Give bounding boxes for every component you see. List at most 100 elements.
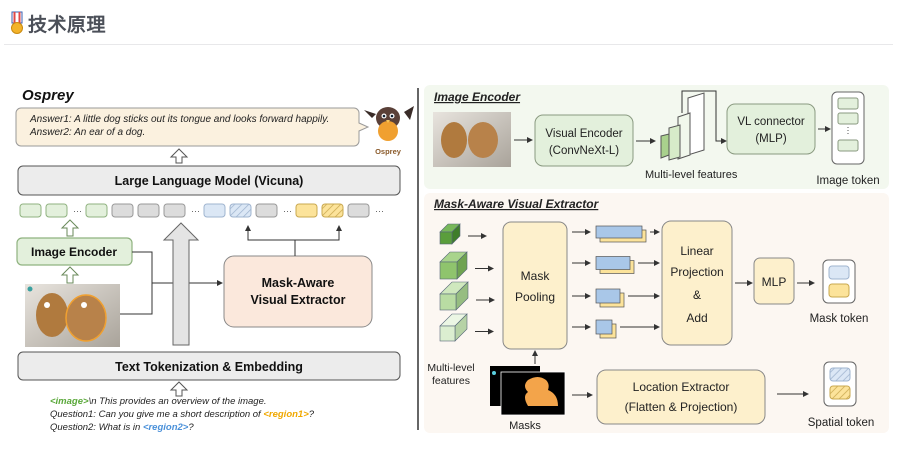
- mask-aware-panel-title: Mask-Aware Visual Extractor: [434, 197, 600, 211]
- linear-label-3: &: [693, 288, 701, 302]
- image-encoder-panel-title: Image Encoder: [434, 90, 521, 104]
- hollow-arrow-up-icon: [169, 148, 189, 164]
- section-title: 技术原理: [28, 13, 107, 36]
- feature-cube-icon: [439, 281, 469, 311]
- connector-line: [245, 225, 296, 256]
- token: [321, 203, 344, 218]
- token: [347, 203, 370, 218]
- mask-token-label: Mask token: [810, 313, 869, 325]
- token: [19, 203, 42, 218]
- token: [163, 203, 186, 218]
- spatial-token-label: Spatial token: [808, 417, 875, 429]
- spatial-token-stack: [823, 361, 857, 407]
- linear-label-2: Projection: [670, 265, 723, 279]
- hollow-arrow-up-icon: [60, 266, 80, 284]
- vl-connector-label-2: (MLP): [755, 133, 786, 145]
- feature-cube-icon: [439, 223, 461, 245]
- feature-cubes: [439, 223, 495, 342]
- location-label-1: Location Extractor: [633, 380, 730, 394]
- medal-icon: [8, 11, 26, 35]
- mask-pooling-label-1: Mask: [521, 269, 551, 283]
- token-row: ··· ··· ··· ···: [19, 203, 384, 218]
- prompt-line-2: Question1: Can you give me a short descr…: [50, 409, 315, 420]
- prompt-line-3-text: Question2: What is in: [50, 422, 143, 433]
- hollow-arrow-up-icon: [169, 381, 189, 397]
- linear-projection-box: [661, 220, 733, 346]
- llm-box: [17, 165, 401, 196]
- token: [85, 203, 108, 218]
- text-tokenization-box: [17, 351, 401, 381]
- vl-connector-label-1: VL connector: [737, 116, 805, 128]
- token-ellipsis: ···: [375, 206, 384, 216]
- llm-label: Large Language Model (Vicuna): [115, 174, 304, 188]
- token: [255, 203, 278, 218]
- multi-level-features-icon: [660, 92, 705, 161]
- token: [45, 203, 68, 218]
- mask-token-stack: [822, 259, 856, 304]
- section-header: 技术原理: [8, 8, 106, 38]
- token: [137, 203, 160, 218]
- token: [229, 203, 252, 218]
- hollow-arrow-up-icon: [60, 219, 80, 237]
- osprey-mascot-icon: [364, 106, 414, 141]
- dog-image-small: [433, 112, 511, 167]
- vl-connector-box: [726, 103, 816, 155]
- mask-pooling-box: [502, 221, 568, 350]
- token-ellipsis: ···: [283, 206, 292, 216]
- region1-tag: <region1>: [263, 409, 309, 420]
- location-label-2: (Flatten & Projection): [625, 400, 738, 414]
- mask-aware-extractor-box: [223, 255, 373, 328]
- prompt-line-1: <image>\n This provides an overview of t…: [50, 396, 267, 407]
- token-ellipsis: ···: [191, 206, 200, 216]
- mlp-label: MLP: [762, 275, 787, 289]
- image-tag: <image>: [50, 396, 89, 407]
- osprey-title: Osprey: [22, 87, 74, 104]
- mask-aware-label-1: Mask-Aware: [262, 276, 335, 290]
- prompt-line-1-text: \n This provides an overview of the imag…: [89, 396, 267, 407]
- linear-label-4: Add: [686, 311, 707, 325]
- token: [295, 203, 318, 218]
- mask-pooling-label-2: Pooling: [515, 290, 555, 304]
- location-extractor-box: [596, 369, 766, 425]
- region2-tag: <region2>: [143, 422, 189, 433]
- image-token-stack: [831, 91, 865, 165]
- prompt-line-3-suffix: ?: [188, 422, 194, 433]
- token-ellipsis: ···: [73, 206, 82, 216]
- visual-encoder-label-1: Visual Encoder: [545, 128, 622, 140]
- pooling-arrows: [572, 225, 660, 339]
- connector-line: [295, 225, 342, 241]
- visual-encoder-box: [534, 114, 634, 167]
- features-label-2: features: [432, 375, 470, 387]
- features-label: Multi-level features: [645, 169, 738, 181]
- mascot-label: Osprey: [375, 147, 402, 156]
- connector-line: [681, 90, 727, 144]
- mlp-box: [753, 257, 795, 305]
- token: [111, 203, 134, 218]
- feature-cube-icon: [439, 251, 468, 280]
- prompt-line-2-suffix: ?: [309, 409, 315, 420]
- text-tokenization-label: Text Tokenization & Embedding: [115, 360, 303, 374]
- masks-image: [490, 366, 566, 416]
- linear-label-1: Linear: [680, 244, 713, 258]
- pooled-feature-icon: [595, 225, 647, 243]
- masks-label: Masks: [509, 420, 541, 432]
- dog-image: [25, 284, 120, 347]
- connector-line: [132, 251, 153, 297]
- header-divider: [4, 44, 893, 45]
- large-arrow-up-icon: [162, 222, 200, 346]
- pooled-feature-icon: [595, 256, 635, 274]
- feature-cube-icon: [439, 313, 468, 342]
- token: [203, 203, 226, 218]
- image-token-label: Image token: [816, 175, 879, 187]
- image-encoder-label: Image Encoder: [31, 245, 117, 259]
- mask-aware-label-2: Visual Extractor: [251, 293, 346, 307]
- features-label-1: Multi-level: [427, 362, 474, 374]
- prompt-line-3: Question2: What is in <region2>?: [50, 422, 194, 433]
- pooled-feature-icon: [595, 288, 625, 308]
- answer-2: Answer2: An ear of a dog.: [29, 127, 145, 138]
- pooled-feature-icon: [595, 319, 617, 339]
- connector-line: [120, 297, 153, 315]
- visual-encoder-label-2: (ConvNeXt-L): [549, 145, 619, 157]
- answer-bubble: Answer1: A little dog sticks out its ton…: [15, 107, 370, 147]
